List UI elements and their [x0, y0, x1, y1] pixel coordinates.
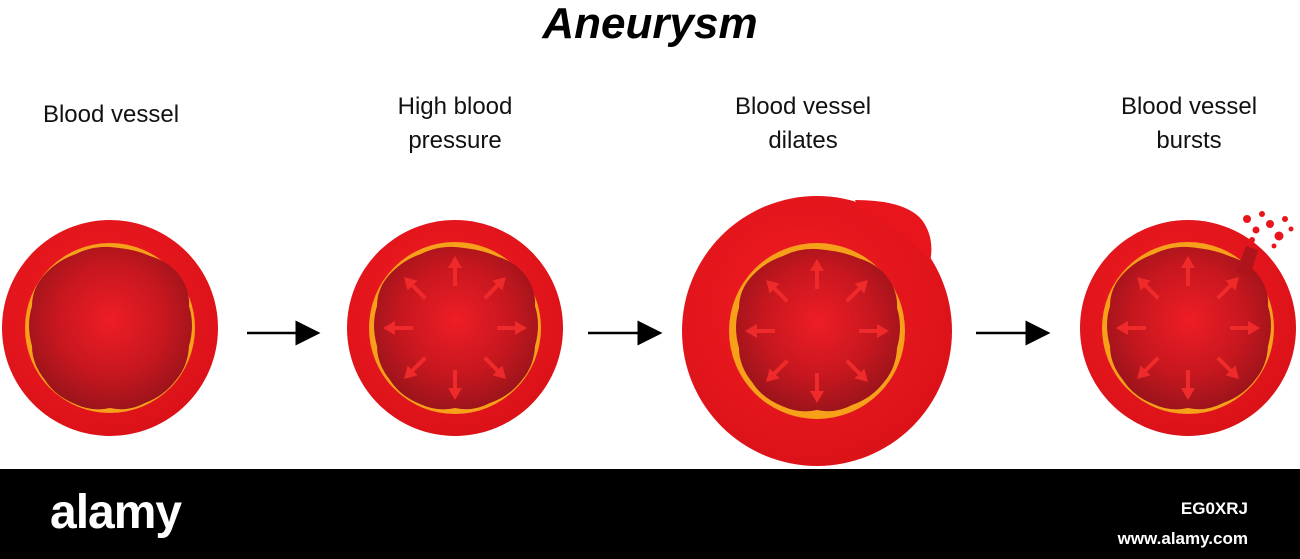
pressure-arrowhead-icon: [1225, 277, 1239, 291]
pressure-arrowhead-icon: [854, 280, 868, 294]
watermark-banner: alamy EG0XRJ www.alamy.com: [0, 469, 1300, 559]
pressure-arrowhead-icon: [766, 280, 780, 294]
pressure-arrowhead-icon: [1225, 365, 1239, 379]
blood-splatter: [1243, 211, 1294, 249]
vessel-dilated: [682, 196, 952, 466]
pressure-arrowhead-icon: [766, 368, 780, 382]
rupture-channel: [1236, 246, 1258, 277]
pressure-arrowhead-icon: [492, 277, 506, 291]
pressure-arrowhead-icon: [854, 368, 868, 382]
pressure-arrowhead-icon: [877, 324, 889, 338]
pressure-arrowhead-icon: [1248, 321, 1260, 335]
vessel-burst: [1080, 211, 1296, 436]
pressure-arrowhead-icon: [745, 324, 757, 338]
pressure-arrows: [383, 256, 527, 400]
pressure-arrowhead-icon: [404, 365, 418, 379]
pressure-arrowhead-icon: [1137, 277, 1151, 291]
source-url: www.alamy.com: [1117, 529, 1248, 548]
dilation-bulge: [855, 200, 932, 262]
pressure-arrowhead-icon: [448, 256, 462, 268]
diagram-title: Aneurysm: [542, 0, 758, 48]
pressure-arrows: [745, 259, 889, 403]
image-reference-id: EG0XRJ: [1180, 499, 1248, 518]
stage-label-blood-vessel: Blood vessel: [0, 98, 231, 132]
pressure-arrowhead-icon: [810, 259, 824, 271]
label-line: High blood: [397, 93, 513, 120]
stage-label-high-pressure: High blood pressure: [335, 90, 575, 158]
stage-label-dilates: Blood vessel dilates: [683, 90, 923, 158]
aneurysm-diagram: [2, 196, 1296, 466]
label-line: dilates: [768, 127, 838, 154]
pressure-arrowhead-icon: [810, 391, 824, 403]
label-line: pressure: [408, 127, 502, 154]
stage-label-bursts: Blood vessel bursts: [1069, 90, 1300, 158]
label-line: bursts: [1156, 127, 1222, 154]
pressure-arrowhead-icon: [448, 388, 462, 400]
label-line: Blood vessel: [42, 101, 180, 128]
watermark-logo: alamy: [50, 486, 182, 539]
vessel-normal: [2, 220, 218, 436]
pressure-arrowhead-icon: [1116, 321, 1128, 335]
pressure-arrowhead-icon: [404, 277, 418, 291]
pressure-arrowhead-icon: [1137, 365, 1151, 379]
pressure-arrows: [1116, 256, 1260, 400]
vessel-lumen: [29, 246, 192, 410]
label-line: Blood vessel: [1120, 93, 1258, 120]
pressure-arrowhead-icon: [1181, 256, 1195, 268]
diagram-stage: Aneurysm Blood vessel High blood pressur…: [0, 0, 1300, 466]
vessel-high-pressure: [347, 220, 563, 436]
pressure-arrowhead-icon: [492, 365, 506, 379]
pressure-arrowhead-icon: [1181, 388, 1195, 400]
label-line: Blood vessel: [734, 93, 872, 120]
pressure-arrowhead-icon: [383, 321, 395, 335]
pressure-arrowhead-icon: [515, 321, 527, 335]
